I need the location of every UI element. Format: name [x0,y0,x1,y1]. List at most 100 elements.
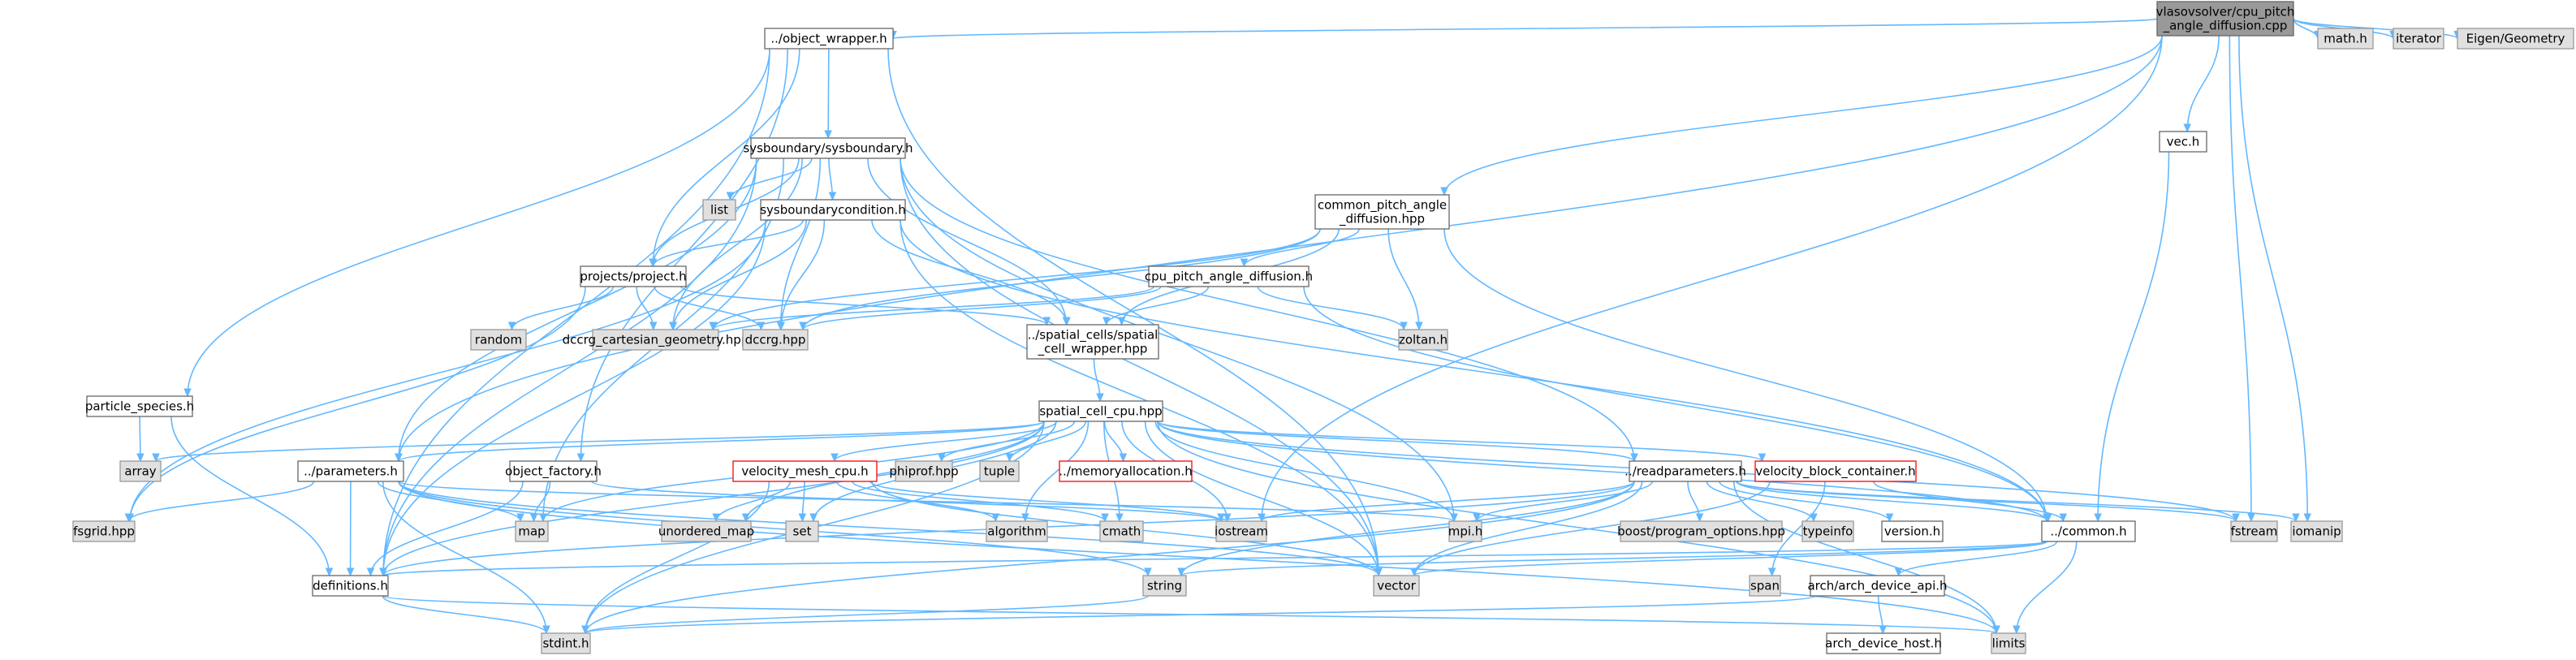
edge-scc-to-readp [1157,421,1638,463]
node-label: object_factory.h [505,464,602,480]
node-scc[interactable]: spatial_cell_cpu.hpp [1038,400,1163,422]
node-box [2290,520,2343,542]
node-label: zoltan.h [1399,333,1448,347]
node-label: limits [1992,636,2026,651]
node-archapi[interactable]: arch/arch_device_api.h [1807,575,1948,597]
edge-scw-to-scc [1093,358,1104,403]
edge-cpad-to-cpupad [1240,228,1360,268]
edge-scc-to-vmc [831,421,1058,463]
node-sysbc[interactable]: sysboundarycondition.h [760,199,906,221]
node-box [1749,575,1781,597]
node-version[interactable]: version.h [1881,520,1944,542]
node-proj[interactable]: projects/project.h [580,265,687,287]
node-label: string [1147,579,1182,593]
edge-scc-to-array [152,421,1045,463]
node-dccrgcart: dccrg_cartesian_geometry.hpp [563,329,749,351]
edge-common-to-string [1177,541,2047,577]
node-box [732,460,878,482]
node-readp[interactable]: ../readparameters.h [1625,460,1746,482]
node-vector: vector [1373,575,1420,597]
node-box [1099,520,1144,542]
node-fstream: fstream [2230,520,2278,542]
node-objf[interactable]: object_factory.h [505,460,602,482]
node-cpupad[interactable]: cpu_pitch_angle_diffusion.h [1145,265,1313,287]
node-memalloc[interactable]: ../memoryallocation.h [1059,460,1193,482]
node-root[interactable]: vlasovsolver/cpu_pitch_angle_diffusion.c… [2156,1,2295,37]
node-vbc[interactable]: velocity_block_container.h [1754,460,1917,482]
node-iostream: iostream [1215,520,1268,542]
edge-scc-to-vbc [1157,421,1767,463]
node-mathh: math.h [2317,28,2374,50]
node-box [1215,520,1267,542]
edge-scc-to-limits [1157,421,2000,635]
node-partsp[interactable]: particle_species.h [85,395,194,417]
node-label: _diffusion.hpp [1339,212,1425,227]
edge-proj-to-fsgrid [126,286,586,523]
edge-defs-to-stdint [382,595,550,635]
node-label: mpi.h [1448,524,1483,539]
node-algorithm: algorithm [986,520,1048,542]
edge-sysb-to-readp [900,157,1638,463]
edge-common-to-defs [379,541,2047,577]
node-objw[interactable]: ../object_wrapper.h [764,28,894,50]
node-umap: unordered_map [658,520,754,542]
node-label: iostream [1215,524,1268,539]
node-box [750,137,906,159]
node-common[interactable]: ../common.h [2041,520,2136,542]
node-label: cpu_pitch_angle_diffusion.h [1145,270,1313,285]
node-box [297,460,404,482]
node-label: ../readparameters.h [1625,464,1746,479]
nodes-layer: vlasovsolver/cpu_pitch_angle_diffusion.c… [72,1,2574,654]
edge-params-to-string [398,481,1152,577]
edge-objf-to-defs [366,481,524,577]
node-label: iomanip [2292,524,2341,539]
node-defs[interactable]: definitions.h [312,575,389,597]
node-label: stdint.h [542,636,589,651]
node-vech[interactable]: vec.h [2159,131,2207,153]
node-label: ../memoryallocation.h [1059,464,1192,479]
edge-vmc-to-cmath [852,481,1109,523]
node-label: particle_species.h [85,399,194,415]
node-box [742,329,809,351]
node-label: dccrg.hpp [745,333,806,347]
edge-vech-to-common [2094,151,2170,523]
node-cpad[interactable]: common_pitch_angle_diffusion.hpp [1314,194,1450,230]
node-box [1881,520,1944,542]
edge-common-to-archapi [1894,541,2058,577]
node-box [541,632,591,654]
node-box [986,520,1048,542]
node-list: list [702,199,736,221]
node-box [1038,400,1163,422]
edge-scc-to-tuple [1005,421,1087,463]
node-label: Eigen/Geometry [2466,32,2565,46]
node-label: dccrg_cartesian_geometry.hpp [563,333,749,348]
node-label: arch/arch_device_api.h [1807,579,1947,594]
node-vmc[interactable]: velocity_mesh_cpu.h [732,460,878,482]
node-label: ../object_wrapper.h [770,32,887,47]
edge-cpupad-to-dccrgcart [709,286,1154,331]
node-label: cmath [1102,524,1141,539]
node-box [2041,520,2136,542]
node-label: boost/program_options.hpp [1617,524,1785,540]
node-iomanip: iomanip [2290,520,2343,542]
edge-root-to-iostream [1258,35,2163,523]
node-params[interactable]: ../parameters.h [297,460,404,482]
node-label: sysboundarycondition.h [760,203,906,218]
node-archhost[interactable]: arch_device_host.h [1825,632,1942,654]
node-scw[interactable]: ../spatial_cells/spatial_cell_wrapper.hp… [1026,324,1159,360]
node-label: projects/project.h [580,270,686,284]
node-box [72,520,136,542]
node-label: arch_device_host.h [1825,636,1942,652]
node-sysb[interactable]: sysboundary/sysboundary.h [743,137,913,159]
edge-objw-to-objf [576,48,788,463]
node-label: vector [1377,579,1416,593]
edge-common-to-limits [2013,541,2078,635]
node-label: fsgrid.hpp [73,524,135,539]
edge-string-to-stdint [581,595,1149,635]
edge-scc-to-params [395,421,1045,463]
node-box [785,520,819,542]
node-box [2317,28,2374,50]
node-label: velocity_block_container.h [1755,464,1915,480]
edge-archapi-to-archhost [1877,595,1888,635]
